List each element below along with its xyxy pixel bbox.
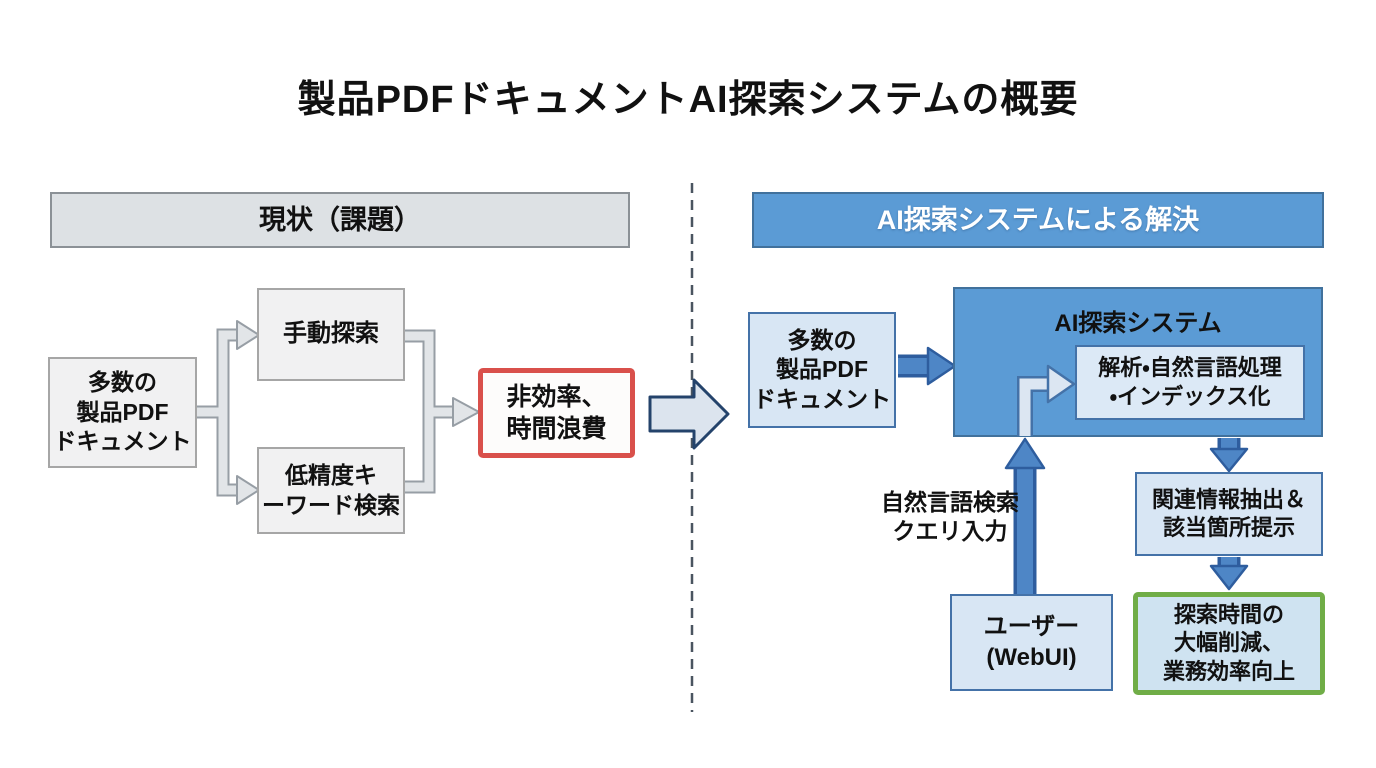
pdf-documents-box-right: 多数の 製品PDF ドキュメント xyxy=(748,312,896,428)
right-section-header: AI探索システムによる解決 xyxy=(752,192,1324,248)
split-connector-outline xyxy=(196,328,237,497)
arrowhead-to-manual-search-icon xyxy=(236,320,260,350)
arrowhead-to-keyword-search-icon xyxy=(236,475,260,505)
manual-search-box: 手動探索 xyxy=(257,288,405,381)
page-title: 製品PDFドキュメントAI探索システムの概要 xyxy=(297,79,1079,121)
pdf-documents-box-left: 多数の 製品PDF ドキュメント xyxy=(48,357,197,468)
arrowhead-to-inefficiency-icon xyxy=(452,397,480,427)
arrowhead-query-up-icon xyxy=(1004,437,1046,470)
processing-box: 解析・自然言語処理 ・インデックス化 xyxy=(1075,345,1305,420)
arrowhead-to-outcome-icon xyxy=(1209,564,1249,591)
outcome-box: 探索時間の 大幅削減、 業務効率向上 xyxy=(1133,592,1325,695)
inefficiency-box: 非効率、 時間浪費 xyxy=(478,368,635,458)
converge-connector xyxy=(405,331,453,492)
transition-arrow-icon xyxy=(648,378,730,450)
user-webui-box: ユーザー (WebUI) xyxy=(950,594,1113,691)
split-connector xyxy=(196,330,237,495)
arrowhead-to-extract-icon xyxy=(1209,447,1249,473)
keyword-search-box: 低精度キ ーワード検索 xyxy=(257,447,405,534)
arrowhead-to-ai-system-icon xyxy=(926,346,957,386)
left-section-header: 現状（課題） xyxy=(50,192,630,248)
ai-system-box-title: AI探索システム xyxy=(1054,310,1222,337)
extract-box: 関連情報抽出＆ 該当箇所提示 xyxy=(1135,472,1323,556)
query-input-label: 自然言語検索 クエリ入力 xyxy=(881,489,1019,544)
converge-connector-outline xyxy=(405,329,453,494)
